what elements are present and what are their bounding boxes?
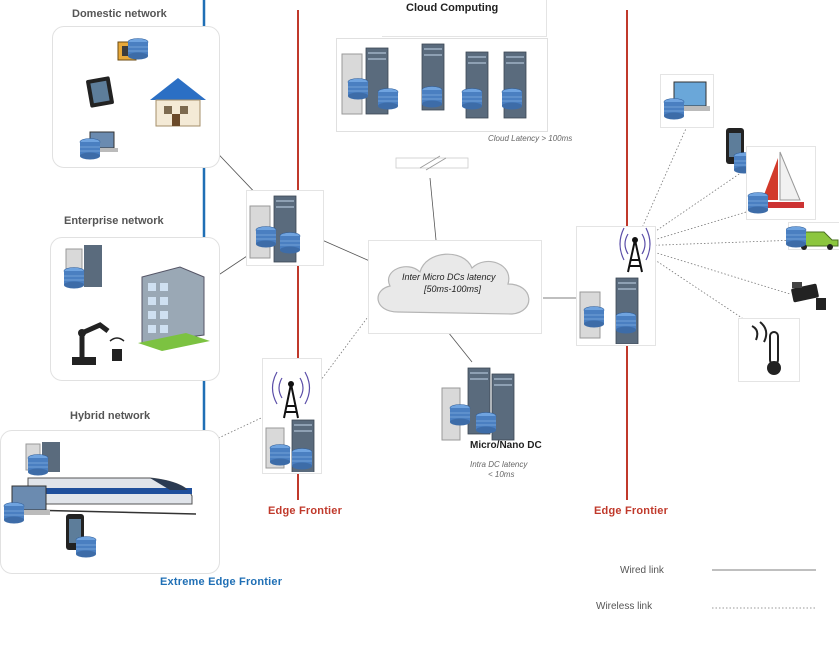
cell-tower-icon [265, 371, 315, 472]
house-icon [150, 78, 206, 127]
micro-nano-dc-servers [441, 367, 515, 441]
intra-dc-latency-label: Intra DC latency [470, 460, 528, 469]
laptop-icon [663, 81, 710, 120]
smartphone-icon [726, 128, 754, 174]
robot-arm-icon [72, 322, 110, 365]
server-rack-icon [249, 195, 301, 263]
thermometer-sensor-icon [751, 321, 781, 375]
smartphone-icon [66, 514, 97, 558]
edge-frontier-label-right: Edge Frontier [594, 505, 669, 517]
wifi-sensor-icon [109, 337, 125, 361]
domestic-devices [79, 38, 206, 160]
car-icon [786, 226, 839, 250]
inter-dc-latency-label: Inter Micro DCs latency [402, 272, 496, 282]
security-camera-icon [791, 282, 826, 310]
cloud-title-box [382, 0, 547, 37]
domestic-network-title: Domestic network [72, 8, 167, 20]
server-rack-icon [579, 227, 651, 344]
server-rack-icon [25, 442, 60, 476]
laptop-icon [3, 485, 50, 524]
office-building-icon [138, 266, 210, 351]
tablet-icon [86, 76, 114, 108]
edge-frontier-label-left: Edge Frontier [268, 505, 343, 517]
micro-nano-dc-title: Micro/Nano DC [470, 440, 542, 451]
cloud-icon [377, 253, 530, 315]
enterprise-network-title: Enterprise network [64, 215, 164, 227]
hybrid-network-title: Hybrid network [70, 410, 151, 422]
cloud-servers [341, 43, 527, 119]
enterprise-devices [63, 245, 210, 365]
sailboat-icon [747, 151, 804, 214]
cloud-latency-note: Cloud Latency > 100ms [488, 134, 573, 143]
cloud-computing-title: Cloud Computing [406, 2, 499, 14]
server-rack-icon [63, 245, 102, 289]
intra-dc-latency-range: < 10ms [488, 470, 515, 479]
legend-wired-label: Wired link [620, 565, 664, 576]
legend-wireless-label: Wireless link [596, 601, 653, 612]
extreme-edge-frontier-label: Extreme Edge Frontier [160, 576, 283, 588]
inter-dc-latency-range: [50ms-100ms] [424, 284, 482, 294]
hybrid-devices [3, 442, 197, 558]
train-icon [25, 477, 197, 515]
